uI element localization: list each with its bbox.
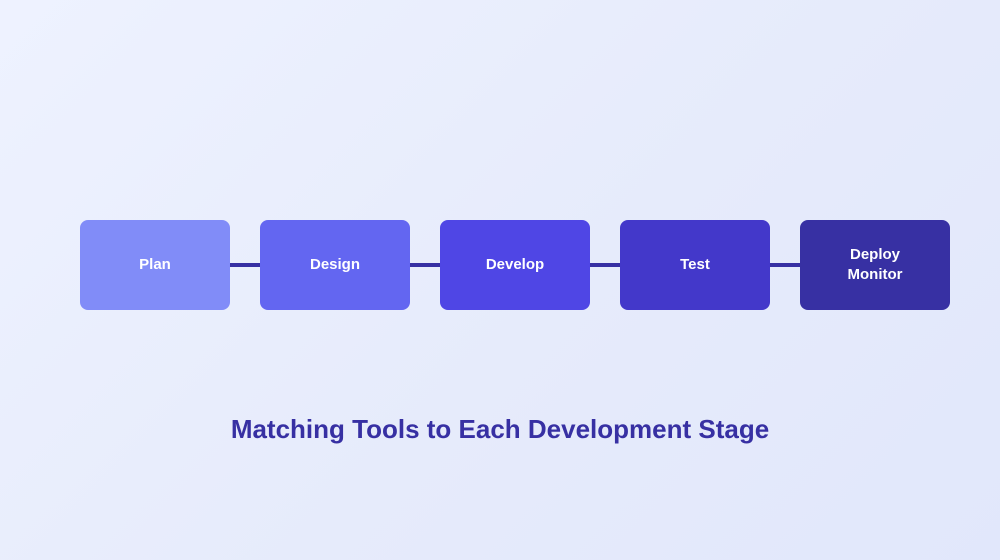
stage-develop: Develop [440,220,590,310]
connector-design-develop [410,263,440,267]
stage-deploy-monitor-label: Deploy Monitor [847,246,903,283]
stage-test: Test [620,220,770,310]
connector-plan-design [230,263,260,267]
connector-test-deploy [770,263,800,267]
diagram-title: Matching Tools to Each Development Stage [230,414,770,444]
stage-deploy-monitor: Deploy Monitor [800,220,950,310]
stage-flow: Plan Design Develop Test Deploy Monitor [80,220,950,310]
connector-develop-test [590,263,620,267]
stage-plan-label: Plan [139,256,171,273]
stage-design-label: Design [309,256,360,273]
stage-test-label: Test [680,256,710,273]
stage-plan: Plan [80,220,230,310]
stage-develop-label: Develop [485,256,545,273]
stage-design: Design [260,220,410,310]
